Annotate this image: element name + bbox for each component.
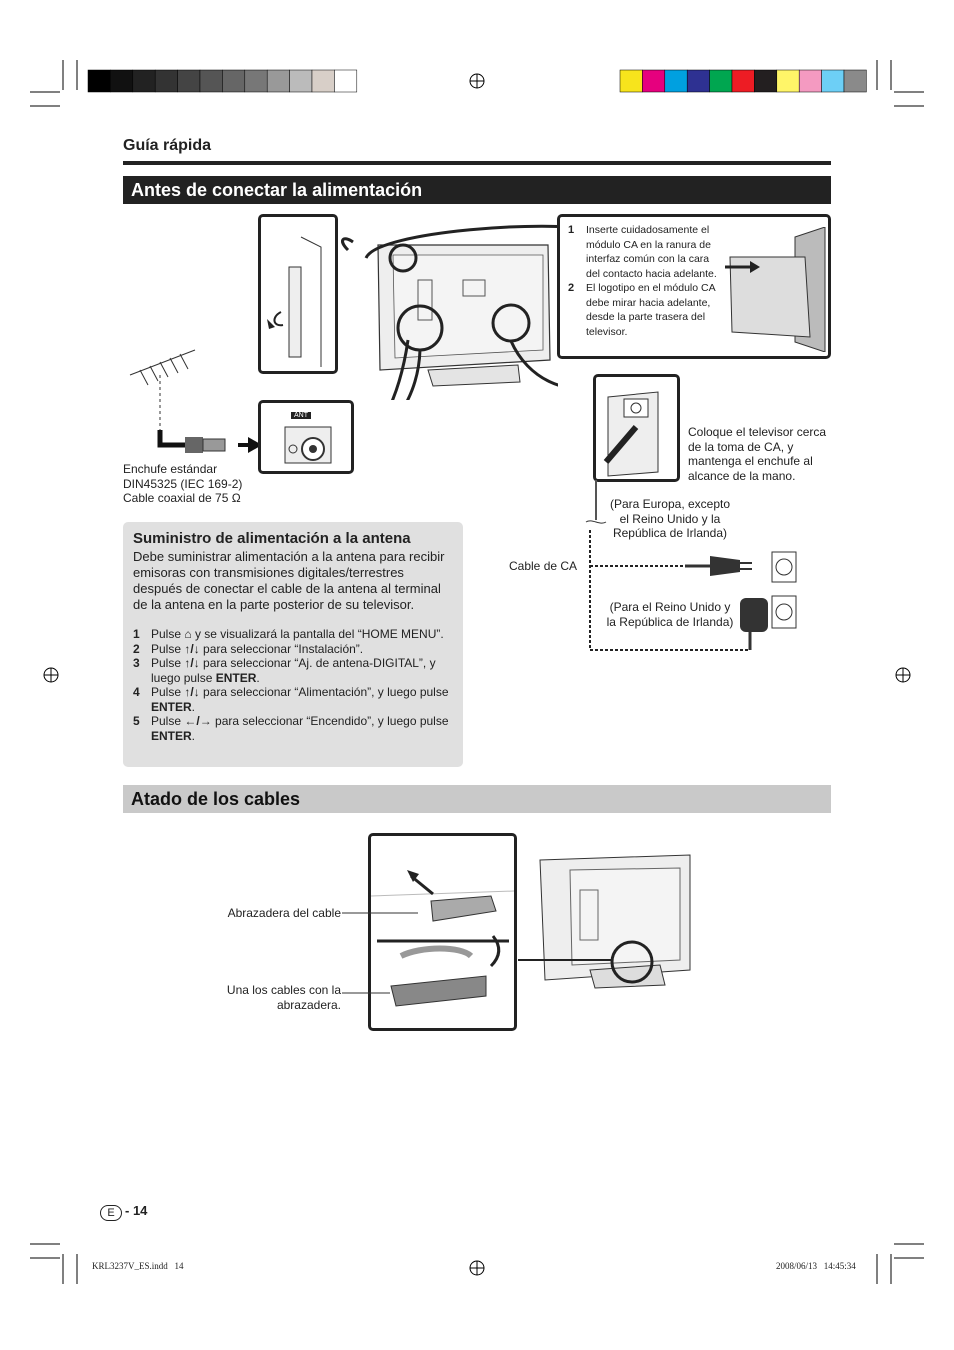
gray-swatch: [110, 69, 134, 93]
power-outlet-box: [593, 374, 680, 482]
color-swatch: [709, 69, 733, 93]
clamp-label: Abrazadera del cable: [227, 906, 341, 920]
home-icon: ⌂: [184, 627, 192, 641]
cable-clamp-icon: [370, 870, 515, 1007]
gray-swatch: [199, 69, 223, 93]
print-date: 2008/06/13 14:45:34: [776, 1261, 856, 1271]
gray-swatch: [244, 69, 268, 93]
ac-cable-label: Cable de CA: [509, 559, 578, 573]
join-label: Una los cables con la abrazadera.: [226, 983, 341, 1012]
uk-note: (Para el Reino Unido y la República de I…: [606, 600, 734, 629]
up-down-icon: ↑/↓: [184, 641, 200, 656]
ca-slot-icon: [267, 236, 322, 367]
section-title-cables: Atado de los cables: [123, 785, 831, 813]
gray-swatch: [154, 69, 178, 93]
left-right-icon: ←/→: [184, 714, 212, 728]
section-title-power: Antes de conectar la alimentación: [123, 176, 831, 204]
power-cable-lines: [585, 480, 797, 651]
tv-back-illustration: [341, 224, 558, 400]
cable-clamp-detail: [368, 833, 517, 1031]
gray-swatch: [222, 69, 246, 93]
panel-body: Debe suministrar alimentación a la anten…: [133, 549, 445, 612]
antenna-illustration: [129, 349, 262, 453]
color-swatch: [843, 69, 867, 93]
antenna-power-panel: Suministro de alimentación a la antena D…: [123, 522, 463, 767]
power-note: Coloque el televisor cerca de la toma de…: [688, 425, 827, 483]
color-swatch: [776, 69, 800, 93]
plug-label: Enchufe estándar DIN45325 (IEC 169-2) Ca…: [123, 462, 243, 505]
color-swatch: [731, 69, 755, 93]
color-swatch: [798, 69, 822, 93]
file-name: KRL3237V_ES.indd 14: [92, 1261, 184, 1271]
gray-swatch: [311, 69, 335, 93]
gray-swatch: [334, 69, 358, 93]
up-down-icon: ↑/↓: [184, 685, 200, 699]
color-swatch: [664, 69, 688, 93]
gray-swatch: [87, 69, 111, 93]
tv-clamp-illustration: [518, 854, 691, 989]
ca-slot-detail: [258, 214, 338, 374]
europe-note: (Para Europa, excepto el Reino Unido y l…: [609, 497, 731, 540]
antenna-jack-icon: [284, 426, 332, 464]
language-badge: E: [100, 1205, 122, 1221]
up-down-icon: ↑/↓: [184, 656, 200, 670]
antenna-terminal-box: ANT: [258, 400, 354, 474]
color-swatch: [686, 69, 710, 93]
gray-swatch: [177, 69, 201, 93]
panel-title: Suministro de alimentación a la antena: [133, 530, 411, 547]
gray-swatch: [132, 69, 156, 93]
color-swatch: [821, 69, 845, 93]
color-swatch: [754, 69, 778, 93]
page-number: - 14: [125, 1203, 148, 1218]
color-swatch: [642, 69, 666, 93]
gray-swatch: [266, 69, 290, 93]
leader-lines: [342, 912, 418, 994]
guide-kicker: Guía rápida: [123, 137, 212, 154]
power-outlet-icon: [603, 391, 659, 477]
ant-label: ANT: [291, 412, 311, 419]
color-swatch: [619, 69, 643, 93]
ca-module-icon: [725, 227, 826, 352]
gray-swatch: [289, 69, 313, 93]
